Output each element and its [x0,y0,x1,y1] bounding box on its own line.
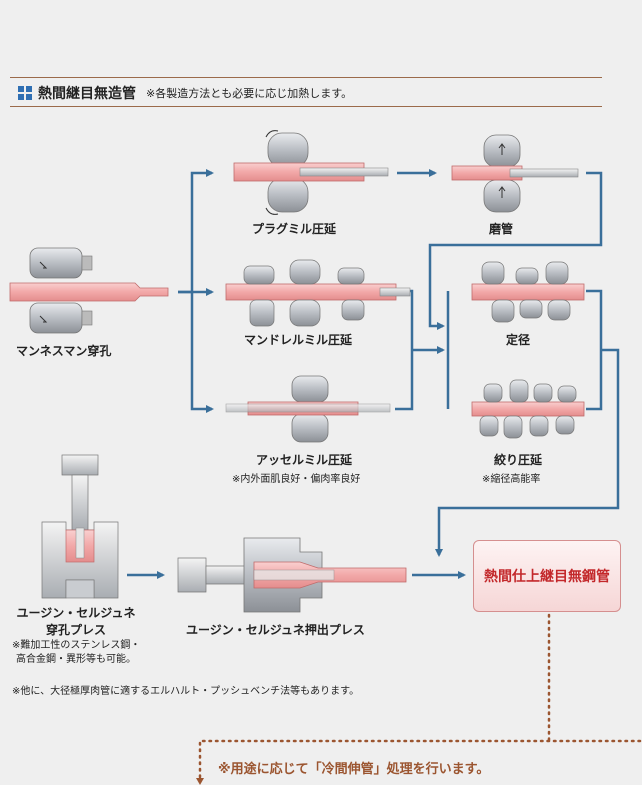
mannesmann-label: マンネスマン穿孔 [16,344,112,358]
mandrel-mill-illustration [225,259,411,327]
sizing-label: 定径 [506,333,531,347]
piercing-press-label-2: 穿孔プレス [45,623,106,637]
section-header: 熱間継目無造管 ※各製造方法とも必要に応じ加熱します。 [18,84,352,102]
assel-note: ※内外面肌良好・偏肉率良好 [232,474,361,485]
footnote: ※他に、大径極厚肉管に適するエルハルト・プッシュベンチ法等もあります。 [12,686,360,697]
piercing-press-illustration [41,454,119,599]
section-title: 熱間継目無造管 [38,86,136,102]
final-product-label: 熱間仕上継目無鋼管 [484,569,610,585]
reeling-mill-illustration [451,134,579,213]
assel-mill-label: アッセルミル圧延 [256,453,353,467]
flow-arrows [127,169,620,579]
piercing-press-note-2: 高合金鋼・異形等も可能。 [16,654,136,665]
cold-drawing-note: ※用途に応じて「冷間伸管」処理を行います。 [218,762,490,777]
header-bottom-rule [10,106,602,107]
heating-note: ※各製造方法とも必要に応じ加熱します。 [146,87,353,100]
mannesmann-mill-illustration [9,247,169,334]
stretch-note: ※縮径高能率 [482,474,541,485]
extrusion-press-label: ユージン・セルジュネ押出プレス [186,623,365,637]
cold-drawing-path [198,613,642,782]
assel-mill-illustration [225,375,391,443]
extrusion-press-illustration [177,537,407,613]
cold-arrow-head [196,778,204,785]
piercing-press-label-1: ユージン・セルジュネ [16,606,136,620]
mandrel-mill-label: マンドレルミル圧延 [244,333,353,347]
header-top-rule [10,77,602,78]
grid-icon [18,86,32,100]
piercing-press-note-1: ※難加工性のステンレス鋼・ [12,640,141,651]
plug-mill-label: プラグミル圧延 [252,222,337,236]
final-product-box: 熱間仕上継目無鋼管 [473,540,621,612]
sizing-mill-illustration [471,261,585,323]
stretch-reducing-illustration [471,379,585,439]
reeling-label: 磨管 [489,222,514,236]
plug-mill-illustration [233,130,389,215]
stretch-reducing-label: 絞り圧延 [494,453,543,467]
